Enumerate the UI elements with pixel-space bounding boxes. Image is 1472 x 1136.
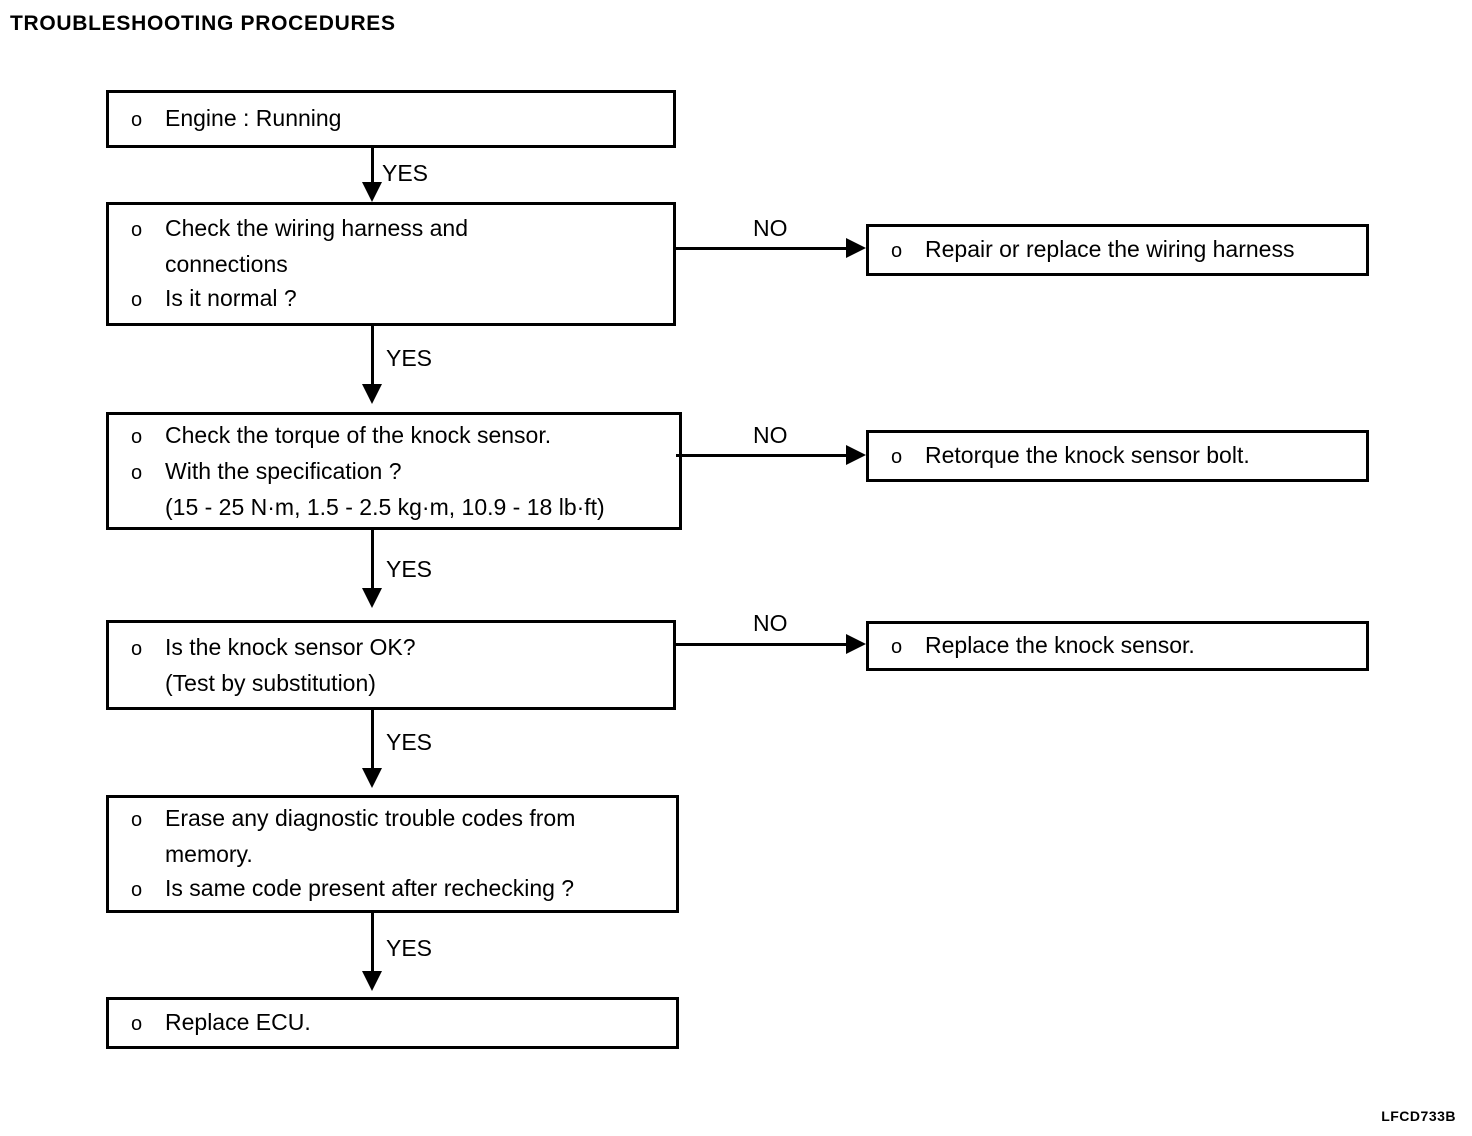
node-line-text: connections — [165, 251, 288, 277]
connector-engine-to-wiring — [371, 148, 374, 186]
node-line-text: (Test by substitution) — [165, 670, 376, 696]
edge-label-yes-2: YES — [386, 345, 433, 371]
node-line-torque-spec: (15 - 25 N·m, 1.5 - 2.5 kg·m, 10.9 - 18 … — [131, 490, 669, 524]
node-line-text: memory. — [165, 841, 253, 867]
edge-label-no-2: NO — [753, 422, 788, 448]
connector-sensor-no-branch — [676, 643, 846, 646]
node-line-text: Erase any diagnostic trouble codes from — [165, 805, 576, 831]
arrow-head-torque-no-branch — [846, 445, 866, 465]
node-retorque-bolt-content: o Retorque the knock sensor bolt. — [891, 438, 1356, 474]
edge-label-yes-1: YES — [382, 160, 429, 186]
node-check-torque[interactable]: o Check the torque of the knock sensor. … — [106, 412, 682, 530]
arrow-head-sensor-no-branch — [846, 634, 866, 654]
node-line: (Test by substitution) — [131, 666, 663, 700]
figure-reference-code: LFCD733B — [1381, 1108, 1456, 1124]
bullet-marker: o — [891, 240, 903, 262]
node-line-text: Is same code present after rechecking ? — [165, 875, 575, 901]
connector-torque-no-branch — [676, 454, 846, 457]
connector-torque-to-sensor — [371, 530, 374, 592]
node-knock-sensor-ok-content: o Is the knock sensor OK? (Test by subst… — [131, 630, 663, 700]
edge-label-yes-5: YES — [386, 935, 433, 961]
edge-label-yes-4: YES — [386, 729, 433, 755]
node-line-text: Check the torque of the knock sensor. — [165, 422, 552, 448]
bullet-marker: o — [131, 462, 143, 484]
node-line: o Erase any diagnostic trouble codes fro… — [131, 801, 666, 837]
bullet-marker: o — [131, 638, 143, 660]
node-knock-sensor-ok[interactable]: o Is the knock sensor OK? (Test by subst… — [106, 620, 676, 710]
node-line-text: Replace the knock sensor. — [925, 632, 1195, 658]
node-line: o Check the wiring harness and — [131, 211, 663, 247]
node-engine-running[interactable]: o Engine : Running — [106, 90, 676, 148]
edge-label-no-1: NO — [753, 215, 788, 241]
node-line-text: Is the knock sensor OK? — [165, 634, 416, 660]
node-line-text: Retorque the knock sensor bolt. — [925, 442, 1250, 468]
node-engine-running-content: o Engine : Running — [131, 101, 663, 137]
node-line: o Is same code present after rechecking … — [131, 871, 666, 907]
arrow-head-wiring-to-torque — [362, 384, 382, 404]
connector-sensor-to-erase — [371, 710, 374, 772]
connector-erase-to-ecu — [371, 913, 374, 975]
node-check-wiring-harness[interactable]: o Check the wiring harness and connectio… — [106, 202, 676, 326]
node-line-text: Repair or replace the wiring harness — [925, 236, 1295, 262]
node-line: memory. — [131, 837, 666, 871]
node-check-torque-content: o Check the torque of the knock sensor. … — [131, 418, 669, 524]
node-line-text: With the specification ? — [165, 458, 402, 484]
node-replace-knock-sensor-content: o Replace the knock sensor. — [891, 628, 1356, 664]
arrow-head-wiring-no-branch — [846, 238, 866, 258]
node-line: o Replace ECU. — [131, 1005, 666, 1041]
edge-label-no-3: NO — [753, 610, 788, 636]
node-erase-trouble-codes[interactable]: o Erase any diagnostic trouble codes fro… — [106, 795, 679, 913]
node-line-text: Engine : Running — [165, 105, 342, 131]
node-replace-ecu-content: o Replace ECU. — [131, 1005, 666, 1041]
bullet-marker: o — [131, 219, 143, 241]
bullet-marker: o — [131, 289, 143, 311]
arrow-head-engine-to-wiring — [362, 182, 382, 202]
arrow-head-sensor-to-erase — [362, 768, 382, 788]
node-line: o Is it normal ? — [131, 281, 663, 317]
node-replace-knock-sensor[interactable]: o Replace the knock sensor. — [866, 621, 1369, 671]
node-line-text: Check the wiring harness and — [165, 215, 468, 241]
edge-label-yes-3: YES — [386, 556, 433, 582]
node-line: o With the specification ? — [131, 454, 669, 490]
node-line: connections — [131, 247, 663, 281]
connector-wiring-to-torque — [371, 326, 374, 388]
bullet-marker: o — [131, 109, 143, 131]
connector-wiring-no-branch — [676, 247, 846, 250]
node-repair-wiring-harness-content: o Repair or replace the wiring harness — [891, 232, 1356, 268]
node-replace-ecu[interactable]: o Replace ECU. — [106, 997, 679, 1049]
node-repair-wiring-harness[interactable]: o Repair or replace the wiring harness — [866, 224, 1369, 276]
node-line-text: Replace ECU. — [165, 1009, 311, 1035]
arrow-head-torque-to-sensor — [362, 588, 382, 608]
bullet-marker: o — [131, 809, 143, 831]
page-title: TROUBLESHOOTING PROCEDURES — [10, 12, 396, 35]
bullet-marker: o — [891, 636, 903, 658]
bullet-marker: o — [131, 879, 143, 901]
node-erase-trouble-codes-content: o Erase any diagnostic trouble codes fro… — [131, 801, 666, 907]
bullet-marker: o — [891, 446, 903, 468]
bullet-marker: o — [131, 1013, 143, 1035]
arrow-head-erase-to-ecu — [362, 971, 382, 991]
node-line: o Check the torque of the knock sensor. — [131, 418, 669, 454]
node-line: o Retorque the knock sensor bolt. — [891, 438, 1356, 474]
node-line: o Replace the knock sensor. — [891, 628, 1356, 664]
node-line: o Is the knock sensor OK? — [131, 630, 663, 666]
node-line-text: Is it normal ? — [165, 285, 297, 311]
torque-specification-text: (15 - 25 N·m, 1.5 - 2.5 kg·m, 10.9 - 18 … — [165, 494, 605, 520]
node-line: o Repair or replace the wiring harness — [891, 232, 1356, 268]
node-check-wiring-harness-content: o Check the wiring harness and connectio… — [131, 211, 663, 317]
bullet-marker: o — [131, 426, 143, 448]
node-line: o Engine : Running — [131, 101, 663, 137]
node-retorque-bolt[interactable]: o Retorque the knock sensor bolt. — [866, 430, 1369, 482]
